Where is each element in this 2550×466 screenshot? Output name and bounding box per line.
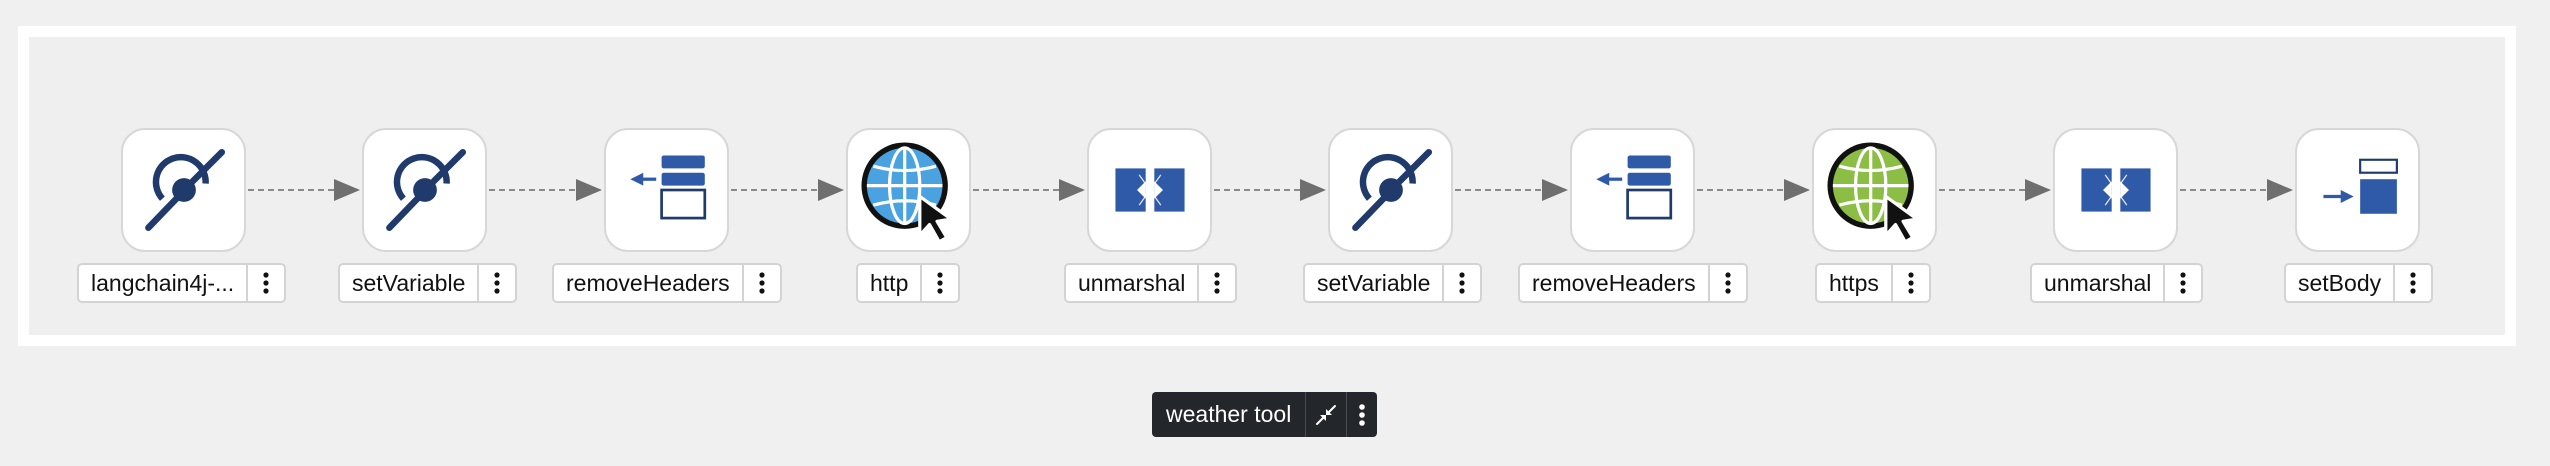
kebab-menu-icon[interactable] <box>741 265 780 301</box>
edge-arrowhead <box>1300 179 1326 201</box>
kebab-menu-icon[interactable] <box>1442 265 1481 301</box>
node-label-text: unmarshal <box>1078 269 1186 296</box>
edge-arrowhead <box>818 179 844 201</box>
route-menu-button[interactable] <box>1346 392 1377 437</box>
node-label-unmarshal-2[interactable]: unmarshal <box>2030 263 2204 303</box>
node-label-langchain4j[interactable]: langchain4j-... <box>77 263 287 303</box>
kebab-menu-icon[interactable] <box>920 265 959 301</box>
langchain-hidden-icon <box>144 148 225 232</box>
node-label-removeheaders-2[interactable]: removeHeaders <box>1518 263 1748 303</box>
node-label-text: removeHeaders <box>1532 269 1696 296</box>
https-globe-icon <box>1826 142 1919 244</box>
node-label-removeheaders-1[interactable]: removeHeaders <box>552 263 782 303</box>
node-label-text: removeHeaders <box>566 269 730 296</box>
node-langchain4j[interactable] <box>121 128 246 252</box>
node-label-unmarshal-1[interactable]: unmarshal <box>1064 263 1238 303</box>
node-label-text: http <box>870 269 909 296</box>
edge-arrowhead <box>2267 179 2293 201</box>
node-label-https[interactable]: https <box>1815 263 1931 303</box>
edge-arrowhead <box>334 179 360 201</box>
node-label-setbody[interactable]: setBody <box>2284 263 2434 303</box>
node-removeheaders-2[interactable] <box>1570 128 1695 252</box>
edge-arrowhead <box>1542 179 1568 201</box>
node-setbody[interactable] <box>2295 128 2420 252</box>
set-variable-icon <box>1351 148 1432 232</box>
remove-headers-icon <box>629 155 706 220</box>
collapse-arrows-icon <box>1316 404 1337 425</box>
node-label-text: unmarshal <box>2044 269 2152 296</box>
kebab-menu-icon[interactable] <box>2393 265 2432 301</box>
node-label-http[interactable]: http <box>856 263 961 303</box>
node-label-text: https <box>1829 269 1879 296</box>
kebab-menu-icon[interactable] <box>246 265 285 301</box>
kebab-menu-icon[interactable] <box>1890 265 1929 301</box>
node-removeheaders-1[interactable] <box>604 128 729 252</box>
node-label-setvariable-1[interactable]: setVariable <box>338 263 518 303</box>
node-unmarshal-1[interactable] <box>1087 128 1212 252</box>
route-name: weather tool <box>1166 401 1292 427</box>
edge-arrowhead <box>1059 179 1085 201</box>
unmarshal-icon <box>2080 168 2151 212</box>
set-variable-icon <box>385 148 466 232</box>
edge-arrowhead <box>1784 179 1810 201</box>
set-body-icon <box>2322 158 2398 214</box>
node-label-text: setBody <box>2298 269 2382 296</box>
node-setvariable-2[interactable] <box>1328 128 1453 252</box>
kebab-menu-icon[interactable] <box>1197 265 1236 301</box>
kebab-menu-icon <box>1359 403 1366 426</box>
kebab-menu-icon[interactable] <box>2163 265 2202 301</box>
collapse-button[interactable] <box>1305 392 1346 437</box>
node-label-setvariable-2[interactable]: setVariable <box>1303 263 1483 303</box>
node-label-text: setVariable <box>1317 269 1431 296</box>
node-http[interactable] <box>846 128 971 252</box>
kebab-menu-icon[interactable] <box>477 265 516 301</box>
remove-headers-icon <box>1595 155 1672 220</box>
kebab-menu-icon[interactable] <box>1707 265 1746 301</box>
edge-arrowhead <box>576 179 602 201</box>
unmarshal-icon <box>1114 168 1185 212</box>
http-globe-icon <box>860 142 953 244</box>
node-https[interactable] <box>1812 128 1937 252</box>
node-setvariable-1[interactable] <box>362 128 487 252</box>
node-label-text: langchain4j-... <box>91 269 235 296</box>
node-label-text: setVariable <box>352 269 466 296</box>
route-tag[interactable]: weather tool <box>1152 392 1378 437</box>
node-unmarshal-2[interactable] <box>2053 128 2178 252</box>
edge-arrowhead <box>2025 179 2051 201</box>
